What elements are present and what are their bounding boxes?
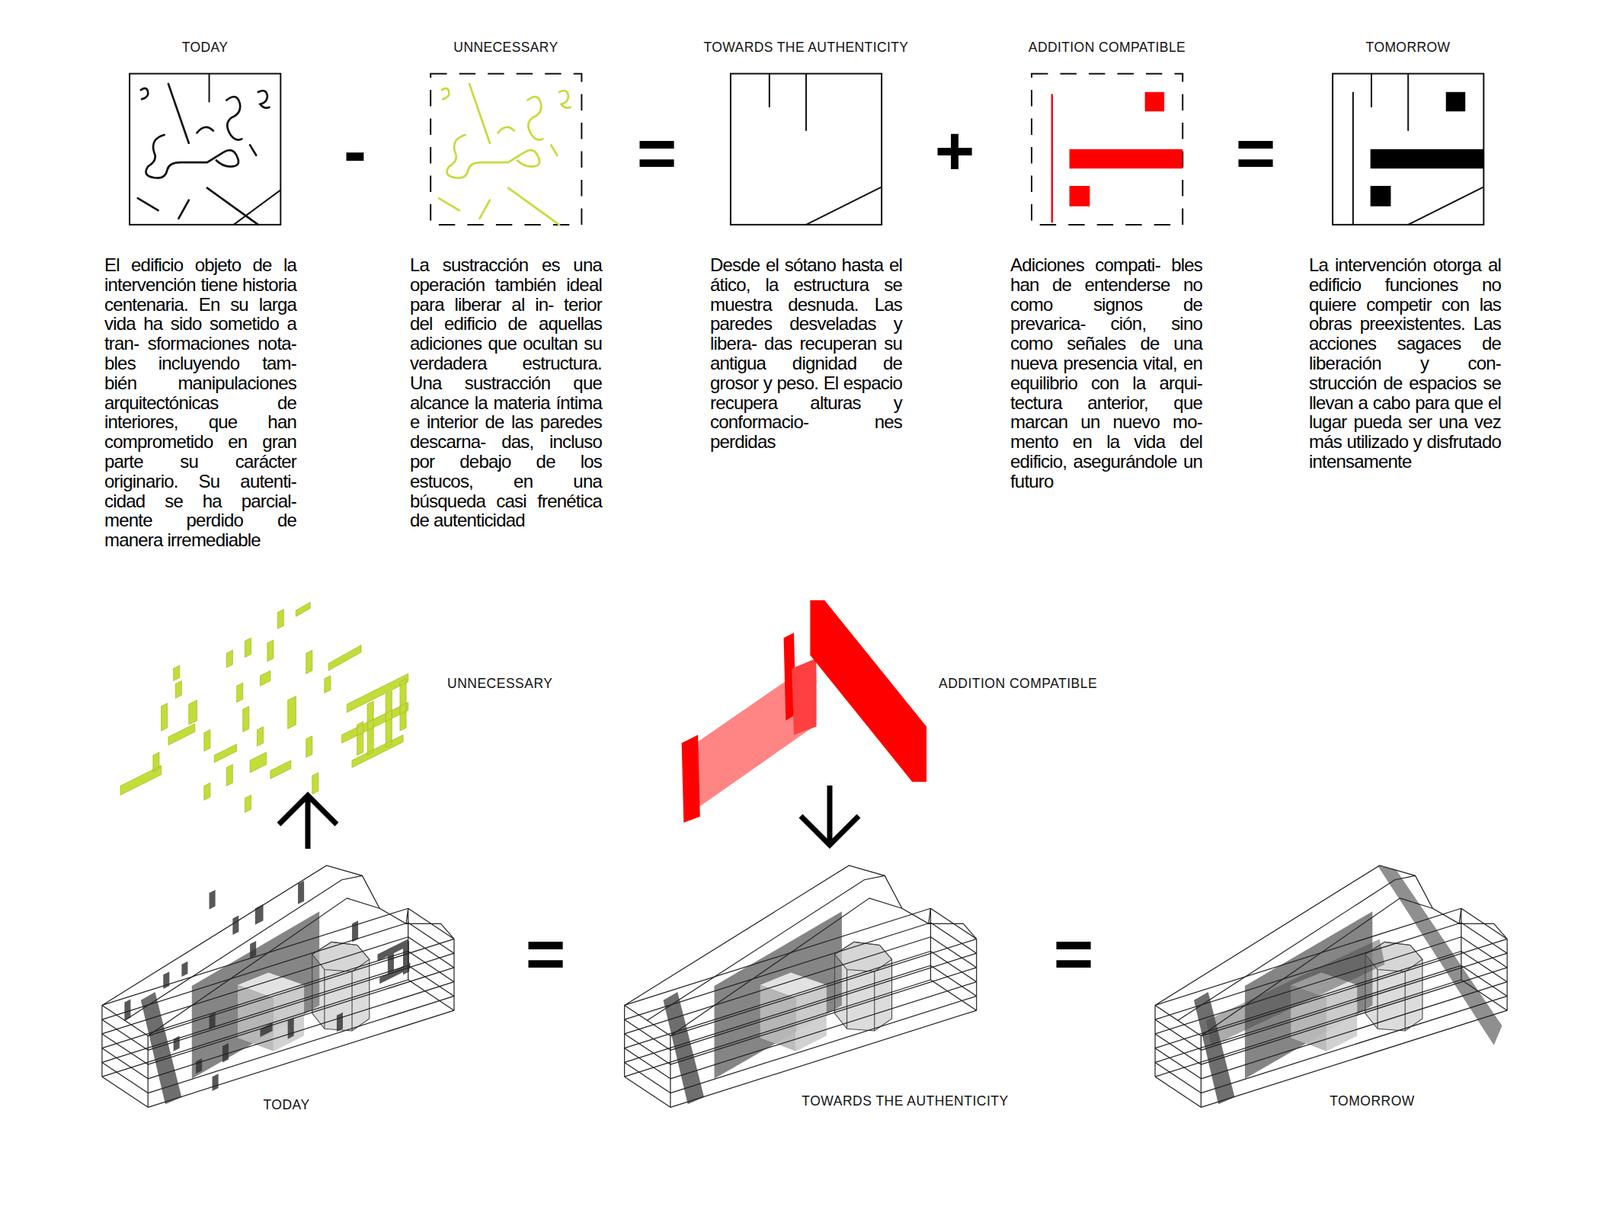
arrow-connector <box>278 795 337 849</box>
unnecessary-icon <box>438 83 571 225</box>
authenticity-icon <box>769 73 882 225</box>
step-heading: TOMORROW <box>1366 39 1451 56</box>
step-heading: UNNECESSARY <box>453 39 558 56</box>
authenticity-icon <box>730 73 882 225</box>
operator-sign: = <box>1053 919 1095 989</box>
axonometric-view: TOWARDS THE AUTHENTICITY <box>620 844 1021 1114</box>
step-heading: ADDITION COMPATIBLE <box>1028 39 1186 56</box>
operator-sign: = <box>1235 118 1277 188</box>
added-pieces <box>809 600 927 782</box>
tomorrow-icon <box>1370 185 1392 207</box>
today-building <box>102 865 455 1108</box>
view-label: ADDITION COMPATIBLE <box>938 675 1098 692</box>
unnecessary-icon <box>430 73 582 225</box>
authenticity-icon <box>730 73 882 225</box>
operator-sign: + <box>934 116 976 186</box>
today-icon <box>129 73 281 225</box>
addition-icon <box>1069 185 1091 207</box>
axonometric-view: ADDITION COMPATIBLE <box>673 592 1113 786</box>
step-heading: TOWARDS THE AUTHENTICITY <box>704 39 909 56</box>
tomorrow-building <box>1155 865 1508 1108</box>
addition-icon <box>1069 149 1184 169</box>
tomorrow-building <box>1155 865 1508 1108</box>
addition-icon <box>1031 73 1183 225</box>
view-label: TOWARDS THE AUTHENTICITY <box>801 1093 1008 1110</box>
operator-sign: = <box>525 919 567 989</box>
operator-sign: = <box>636 118 678 188</box>
authenticity-building <box>624 865 977 1108</box>
view-label: TOMORROW <box>1329 1093 1415 1110</box>
removed-pieces <box>120 601 409 813</box>
today-building <box>140 911 370 1104</box>
today-icon <box>129 73 281 225</box>
authenticity-building <box>624 865 977 1108</box>
step-panel: TODAY El edificio objeto de la intervenci… <box>104 38 297 555</box>
unnecessary-icon <box>430 73 582 225</box>
today-building <box>102 865 455 1108</box>
tomorrow-icon <box>1332 73 1484 225</box>
addition-icon <box>1145 92 1165 112</box>
added-pieces <box>791 658 816 735</box>
axonometric-view: TOMORROW <box>1150 846 1510 1114</box>
step-description: La intervención otorga al edificio funci… <box>1308 255 1501 472</box>
axonometric-view: TODAY <box>99 848 459 1117</box>
view-label: TODAY <box>262 1097 310 1114</box>
step-heading: TODAY <box>182 39 229 56</box>
step-description: La sustracción es una operación también … <box>409 255 602 531</box>
step-panel: ADDITION COMPATIBLE Adiciones compati- bl… <box>1010 38 1203 496</box>
step-description: Desde el sótano hasta el ático, la estru… <box>710 255 903 452</box>
addition-icon <box>1051 93 1053 223</box>
tomorrow-building <box>1193 911 1423 1104</box>
tomorrow-icon <box>1353 73 1484 225</box>
step-panel: TOMORROW La intervención otorga al edific… <box>1308 38 1501 477</box>
axonometric-view: UNNECESSARY <box>114 596 564 796</box>
tomorrow-icon <box>1332 73 1484 225</box>
addition-icon <box>1031 73 1183 225</box>
tomorrow-icon <box>1370 149 1485 169</box>
view-label: UNNECESSARY <box>447 675 553 692</box>
operator-sign: - <box>343 116 367 186</box>
added-pieces <box>681 600 927 823</box>
authenticity-building <box>663 911 893 1104</box>
step-description: Adiciones compati- bles han de entenders… <box>1010 255 1203 492</box>
today-icon <box>209 73 282 225</box>
step-panel: TOWARDS THE AUTHENTICITYDesde el sótano … <box>710 38 903 457</box>
step-panel: UNNECESSARY La sustracción es una operaci… <box>409 38 602 536</box>
existing-additions <box>124 880 410 1092</box>
tomorrow-icon <box>1446 92 1466 112</box>
step-description: El edificio objeto de la intervención ti… <box>104 255 297 551</box>
today-icon <box>137 83 270 225</box>
arrow-connector <box>800 785 859 845</box>
added-pieces <box>681 735 701 823</box>
